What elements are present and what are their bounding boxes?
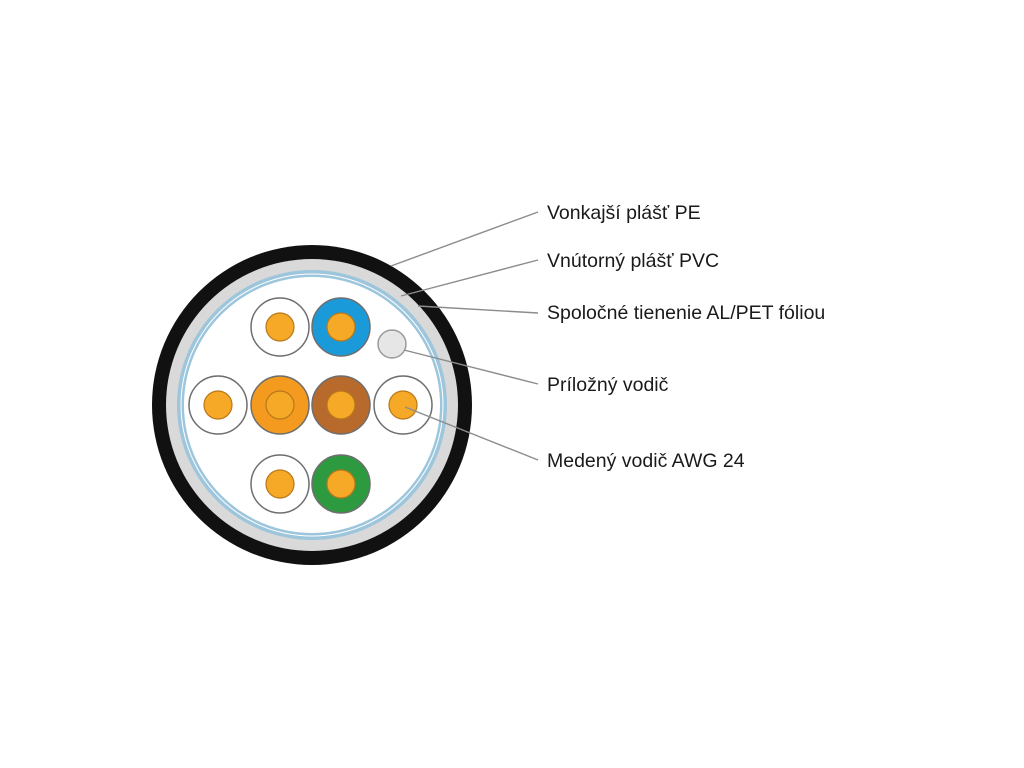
conductor-brown	[311, 375, 371, 435]
conductor-orange	[250, 375, 310, 435]
copper-core	[326, 469, 356, 499]
conductor-blue	[311, 297, 371, 357]
leader-line-inner-jacket	[400, 259, 539, 297]
label-drain-wire: Príložný vodič	[547, 374, 669, 396]
copper-core	[326, 312, 356, 342]
conductor-white-orange	[188, 375, 248, 435]
leader-line-shielding	[417, 305, 539, 314]
label-inner-jacket: Vnútorný plášť PVC	[547, 250, 719, 272]
conductor-green	[311, 454, 371, 514]
leader-line-outer-jacket	[390, 211, 539, 267]
conductor-white-green	[250, 454, 310, 514]
copper-core	[265, 312, 295, 342]
copper-core	[326, 390, 356, 420]
leader-line-drain-wire	[403, 349, 539, 385]
copper-core	[203, 390, 233, 420]
label-outer-jacket: Vonkajší plášť PE	[547, 202, 701, 224]
copper-core	[265, 390, 295, 420]
label-shielding: Spoločné tienenie AL/PET fóliou	[547, 302, 825, 324]
label-copper-conductor: Medený vodič AWG 24	[547, 450, 745, 472]
conductor-white-brown	[373, 375, 433, 435]
conductor-pairs	[188, 297, 433, 514]
leader-line-copper-conductor	[404, 406, 539, 461]
copper-core	[388, 390, 418, 420]
conductor-white-blue	[250, 297, 310, 357]
drain-wire	[377, 329, 407, 359]
copper-core	[265, 469, 295, 499]
